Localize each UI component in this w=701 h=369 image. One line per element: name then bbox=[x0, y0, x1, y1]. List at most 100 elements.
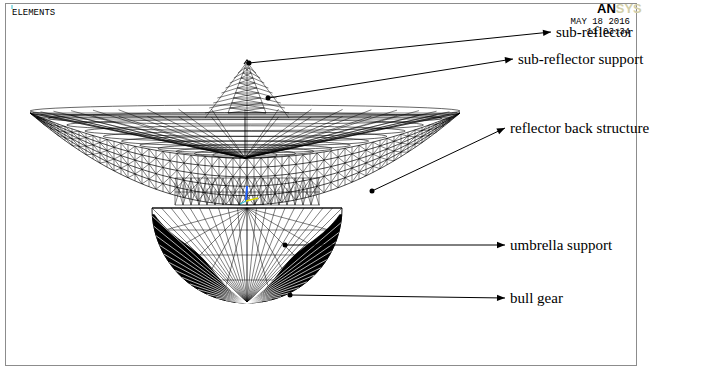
beam-element bbox=[247, 208, 272, 300]
beam-element bbox=[235, 88, 256, 93]
beam-element bbox=[345, 148, 346, 185]
beam-element bbox=[212, 184, 219, 194]
gear-mesh-line bbox=[247, 275, 314, 303]
beam-element bbox=[86, 133, 87, 154]
beam-element bbox=[142, 164, 149, 169]
beam-element bbox=[184, 163, 191, 173]
beam-element bbox=[162, 208, 248, 303]
beam-element bbox=[215, 178, 223, 205]
beam-element bbox=[394, 151, 401, 152]
beam-element bbox=[296, 164, 303, 172]
gear-mesh-line bbox=[154, 226, 247, 303]
beam-element bbox=[289, 164, 296, 174]
beam-element bbox=[231, 178, 239, 205]
beam-element bbox=[142, 155, 149, 164]
beam-element bbox=[271, 178, 279, 205]
beam-element bbox=[331, 173, 338, 183]
beam-element bbox=[359, 145, 360, 179]
beam-element bbox=[149, 174, 156, 179]
beam-element bbox=[275, 166, 282, 176]
beam-element bbox=[245, 112, 449, 158]
beam-element bbox=[44, 119, 45, 125]
beam-element bbox=[207, 178, 215, 205]
beam-element bbox=[275, 184, 282, 194]
umbrella-outline bbox=[152, 208, 342, 303]
beam-element bbox=[394, 152, 401, 161]
beam-element bbox=[184, 154, 185, 197]
beam-element bbox=[345, 168, 352, 178]
beam-element bbox=[100, 139, 107, 142]
part-label: sub-reflector bbox=[556, 25, 633, 40]
beam-element bbox=[245, 111, 419, 158]
gear-mesh-line bbox=[164, 254, 247, 303]
beam-element bbox=[247, 208, 323, 303]
beam-element bbox=[79, 146, 86, 147]
beam-element bbox=[422, 128, 423, 143]
beam-element bbox=[100, 138, 101, 164]
beam-element bbox=[163, 151, 164, 191]
leader-line bbox=[285, 245, 505, 246]
gear-mesh-line bbox=[160, 245, 247, 303]
beam-element bbox=[58, 126, 65, 132]
beam-element bbox=[443, 120, 450, 126]
beam-element bbox=[219, 157, 220, 203]
beam-element bbox=[239, 178, 247, 205]
beam-element bbox=[165, 208, 247, 256]
beam-element bbox=[163, 184, 170, 194]
beam-element bbox=[142, 169, 149, 179]
beam-element bbox=[177, 153, 184, 163]
beam-element bbox=[58, 135, 65, 137]
beam-element bbox=[232, 103, 263, 104]
beam-element bbox=[243, 73, 253, 78]
beam-element bbox=[245, 111, 437, 158]
logo-text: AN bbox=[597, 2, 616, 15]
beam-element bbox=[352, 147, 353, 182]
part-label: bull gear bbox=[510, 291, 563, 306]
beam-element bbox=[191, 178, 199, 205]
beam-element bbox=[261, 158, 268, 167]
beam-element bbox=[373, 146, 380, 154]
beam-element bbox=[345, 154, 352, 163]
gear-mesh-line bbox=[247, 302, 252, 303]
beam-element bbox=[366, 166, 373, 176]
beam-element bbox=[72, 131, 79, 132]
beam-element bbox=[401, 134, 402, 156]
beam-element bbox=[415, 130, 416, 148]
beam-element bbox=[338, 157, 345, 163]
beam-element bbox=[366, 142, 373, 150]
beam-element bbox=[121, 165, 128, 169]
beam-element bbox=[380, 138, 387, 146]
beam-element bbox=[107, 151, 114, 160]
gear-mesh-line bbox=[247, 223, 341, 303]
beam-element bbox=[239, 78, 253, 83]
beam-element bbox=[107, 159, 114, 162]
beam-element bbox=[121, 143, 122, 174]
beam-element bbox=[245, 109, 246, 158]
beam-element bbox=[121, 143, 128, 151]
beam-element bbox=[352, 172, 359, 182]
beam-element bbox=[72, 138, 79, 139]
beam-element bbox=[119, 110, 245, 158]
gear-mesh-line bbox=[247, 233, 339, 303]
coordinate-triad bbox=[246, 186, 247, 201]
beam-element bbox=[152, 208, 247, 303]
leader-line bbox=[290, 295, 505, 298]
beam-element bbox=[183, 184, 184, 205]
beam-element bbox=[422, 135, 429, 143]
beam-element bbox=[247, 62, 248, 200]
beam-element bbox=[422, 125, 429, 130]
beam-element bbox=[235, 93, 260, 98]
beam-element bbox=[228, 108, 264, 113]
beam-element bbox=[230, 108, 266, 113]
beam-element bbox=[261, 185, 268, 195]
beam-element bbox=[114, 141, 115, 171]
beam-element bbox=[331, 157, 338, 166]
beam-element bbox=[121, 168, 128, 178]
beam-element bbox=[44, 120, 51, 125]
beam-element bbox=[175, 178, 183, 205]
beam-element bbox=[373, 142, 380, 146]
beam-element bbox=[241, 78, 255, 83]
beam-element bbox=[107, 139, 108, 167]
beam-element bbox=[380, 140, 381, 168]
beam-element bbox=[338, 163, 345, 173]
